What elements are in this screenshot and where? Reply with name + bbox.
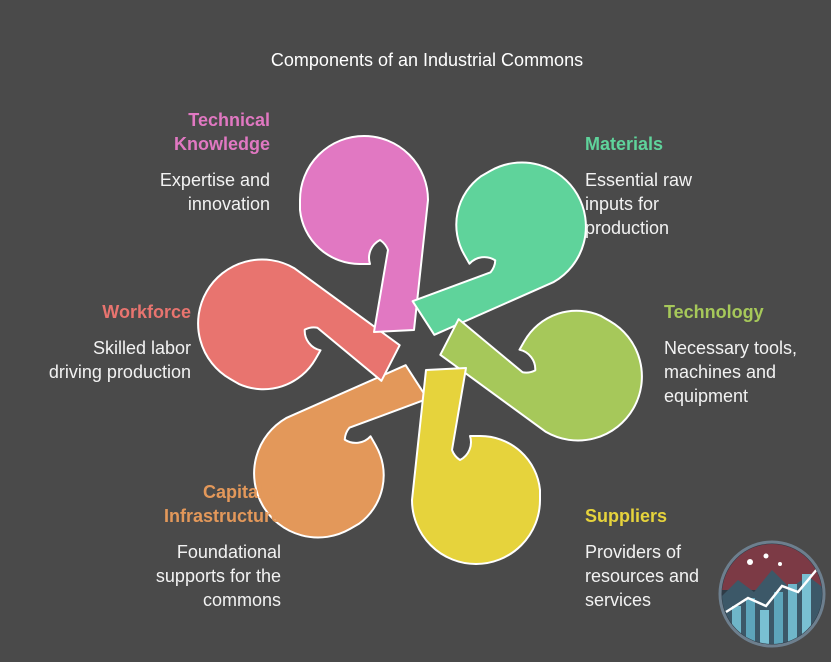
knot-link-materials xyxy=(411,161,587,336)
knot-link-capital-infrastructure xyxy=(253,364,429,539)
component-heading: Capital &Infrastructure xyxy=(163,482,281,526)
knot-link-technology xyxy=(439,309,643,442)
diagram-title: Components of an Industrial Commons xyxy=(270,50,584,70)
knot-link-workforce xyxy=(197,258,401,391)
knot-link-suppliers xyxy=(411,367,541,565)
component-heading: Suppliers xyxy=(585,506,668,526)
knot-link-technical-knowledge xyxy=(299,135,429,333)
component-heading: Materials xyxy=(585,134,664,154)
component-heading: Technology xyxy=(664,302,764,322)
component-heading: Workforce xyxy=(102,302,191,322)
chart-logo-icon xyxy=(718,540,826,648)
